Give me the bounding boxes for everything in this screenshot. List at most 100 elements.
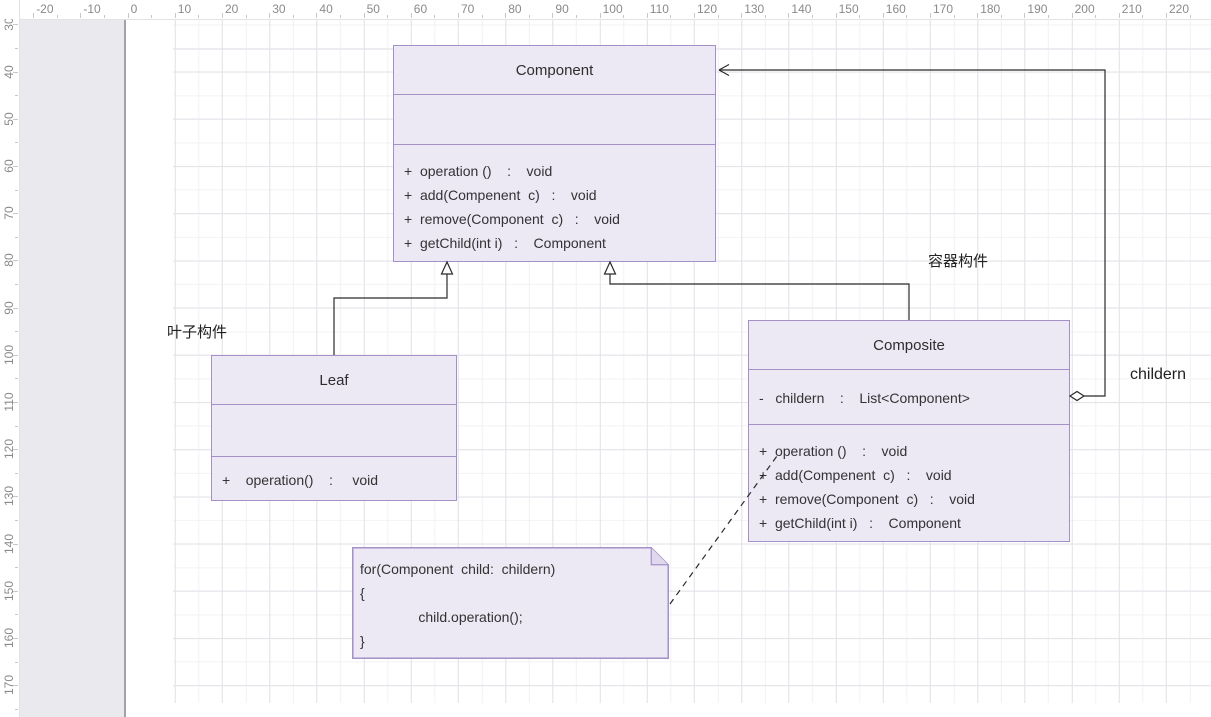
- ruler-minor-tick: [812, 15, 813, 18]
- ruler-tick: [13, 591, 18, 592]
- ruler-tick: [411, 13, 412, 18]
- ruler-label: 150: [839, 2, 859, 16]
- ruler-tick: [13, 496, 18, 497]
- method-row: + getChild(int i) : Component: [749, 511, 1069, 535]
- left-ruler: 30405060708090100110120130140150160170: [0, 0, 20, 717]
- ruler-minor-tick: [482, 15, 483, 18]
- class-methods-section: + operation () : void+ add(Compenent c) …: [749, 424, 1069, 535]
- ruler-minor-tick: [670, 15, 671, 18]
- ruler-tick: [364, 13, 365, 18]
- ruler-tick: [741, 13, 742, 18]
- note-line: for(Component child: childern): [360, 557, 555, 581]
- ruler-label: 50: [367, 2, 380, 16]
- method-row: + remove(Component c) : void: [394, 207, 715, 231]
- class-title: Composite: [749, 321, 1069, 369]
- ruler-tick: [13, 260, 18, 261]
- ruler-minor-tick: [1190, 15, 1191, 18]
- ruler-minor-tick: [151, 15, 152, 18]
- ruler-tick: [552, 13, 553, 18]
- class-title: Leaf: [212, 356, 456, 404]
- ruler-minor-tick: [906, 15, 907, 18]
- ruler-tick: [930, 13, 931, 18]
- ruler-minor-tick: [246, 15, 247, 18]
- ruler-minor-tick: [1142, 15, 1143, 18]
- ruler-tick: [13, 449, 18, 450]
- ruler-label: 120: [697, 2, 717, 16]
- ruler-minor-tick: [293, 15, 294, 18]
- ruler-tick: [13, 166, 18, 167]
- method-row: + add(Compenent c) : void: [394, 183, 715, 207]
- ruler-tick: [647, 13, 648, 18]
- method-row: + add(Compenent c) : void: [749, 463, 1069, 487]
- ruler-label: 200: [1075, 2, 1095, 16]
- ruler-minor-tick: [1095, 15, 1096, 18]
- ruler-tick: [269, 13, 270, 18]
- ruler-tick: [128, 13, 129, 18]
- ruler-tick: [600, 13, 601, 18]
- ruler-minor-tick: [859, 15, 860, 18]
- ruler-tick: [836, 13, 837, 18]
- folded-corner-icon: [651, 548, 668, 565]
- ruler-label: 160: [886, 2, 906, 16]
- ruler-minor-tick: [954, 15, 955, 18]
- top-ruler: -20-100102030405060708090100110120130140…: [0, 0, 1211, 20]
- ruler-tick: [316, 13, 317, 18]
- ruler-tick: [13, 24, 18, 25]
- ruler-minor-tick: [198, 15, 199, 18]
- ruler-label: 180: [980, 2, 1000, 16]
- ruler-tick: [80, 13, 81, 18]
- ruler-tick: [788, 13, 789, 18]
- label-aggregation-role[interactable]: childern: [1130, 366, 1186, 384]
- ruler-tick: [1024, 13, 1025, 18]
- ruler-minor-tick: [340, 15, 341, 18]
- class-component[interactable]: Component + operation () : void+ add(Com…: [393, 45, 716, 262]
- label-container-annotation[interactable]: 容器构件: [928, 250, 988, 271]
- ruler-minor-tick: [1048, 15, 1049, 18]
- ruler-minor-tick: [1001, 15, 1002, 18]
- note-line: }: [360, 629, 555, 653]
- ruler-tick: [694, 13, 695, 18]
- offpage-area: [19, 19, 126, 717]
- ruler-label: -20: [36, 2, 53, 16]
- ruler-tick: [33, 13, 34, 18]
- ruler-tick: [222, 13, 223, 18]
- ruler-tick: [175, 13, 176, 18]
- ruler-label: 10: [178, 2, 191, 16]
- ruler-label: 140: [791, 2, 811, 16]
- class-attributes-section: - childern : List<Component>: [749, 369, 1069, 424]
- ruler-tick: [13, 213, 18, 214]
- ruler-label: 220: [1169, 2, 1189, 16]
- ruler-label: 170: [933, 2, 953, 16]
- ruler-minor-tick: [434, 15, 435, 18]
- ruler-label: 190: [1027, 2, 1047, 16]
- method-row: + operation () : void: [394, 159, 715, 183]
- ruler-label: 40: [319, 2, 332, 16]
- method-row: + operation () : void: [749, 439, 1069, 463]
- ruler-label: 0: [131, 2, 138, 16]
- ruler-tick: [13, 355, 18, 356]
- ruler-tick: [13, 638, 18, 639]
- ruler-corner: [0, 0, 19, 19]
- ruler-minor-tick: [765, 15, 766, 18]
- attribute-row: - childern : List<Component>: [749, 386, 1069, 410]
- class-composite[interactable]: Composite - childern : List<Component> +…: [748, 320, 1070, 542]
- note-line: {: [360, 581, 555, 605]
- class-leaf[interactable]: Leaf + operation() : void: [211, 355, 457, 501]
- method-row: + remove(Component c) : void: [749, 487, 1069, 511]
- ruler-minor-tick: [104, 15, 105, 18]
- class-methods-section: + operation() : void: [212, 456, 456, 492]
- method-row: + operation() : void: [212, 468, 456, 492]
- ruler-minor-tick: [718, 15, 719, 18]
- ruler-tick: [977, 13, 978, 18]
- class-title: Component: [394, 46, 715, 94]
- code-note[interactable]: for(Component child: childern){ child.op…: [352, 547, 669, 659]
- ruler-label: 210: [1122, 2, 1142, 16]
- ruler-tick: [1119, 13, 1120, 18]
- ruler-label: 20: [225, 2, 238, 16]
- label-leaf-annotation[interactable]: 叶子构件: [167, 321, 227, 342]
- ruler-tick: [13, 685, 18, 686]
- ruler-tick: [458, 13, 459, 18]
- ruler-label: 30: [272, 2, 285, 16]
- ruler-tick: [13, 72, 18, 73]
